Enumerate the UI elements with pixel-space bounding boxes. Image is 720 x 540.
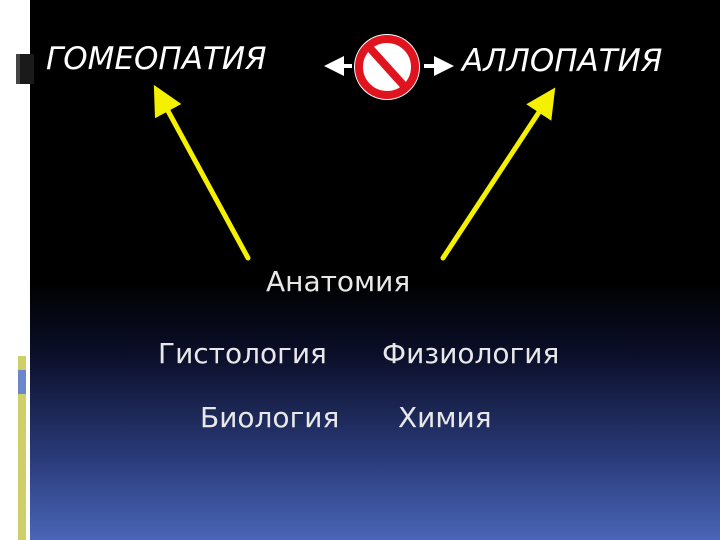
arrow-to-homeopathy bbox=[153, 84, 251, 261]
chemistry-term: Химия bbox=[398, 401, 492, 434]
histology-term: Гистология bbox=[158, 337, 327, 370]
arrow-to-allopathy bbox=[440, 87, 556, 261]
decorative-bar-top bbox=[16, 54, 34, 84]
decorative-bar-accent bbox=[18, 370, 26, 394]
physiology-term: Физиология bbox=[382, 337, 560, 370]
decorative-bar-bottom bbox=[18, 356, 26, 540]
anatomy-term: Анатомия bbox=[266, 265, 411, 298]
biology-term: Биология bbox=[200, 401, 340, 434]
no-entry-icon bbox=[354, 34, 420, 100]
homeopathy-heading: ГОМЕОПАТИЯ bbox=[46, 41, 267, 77]
allopathy-heading: АЛЛОПАТИЯ bbox=[462, 43, 663, 79]
